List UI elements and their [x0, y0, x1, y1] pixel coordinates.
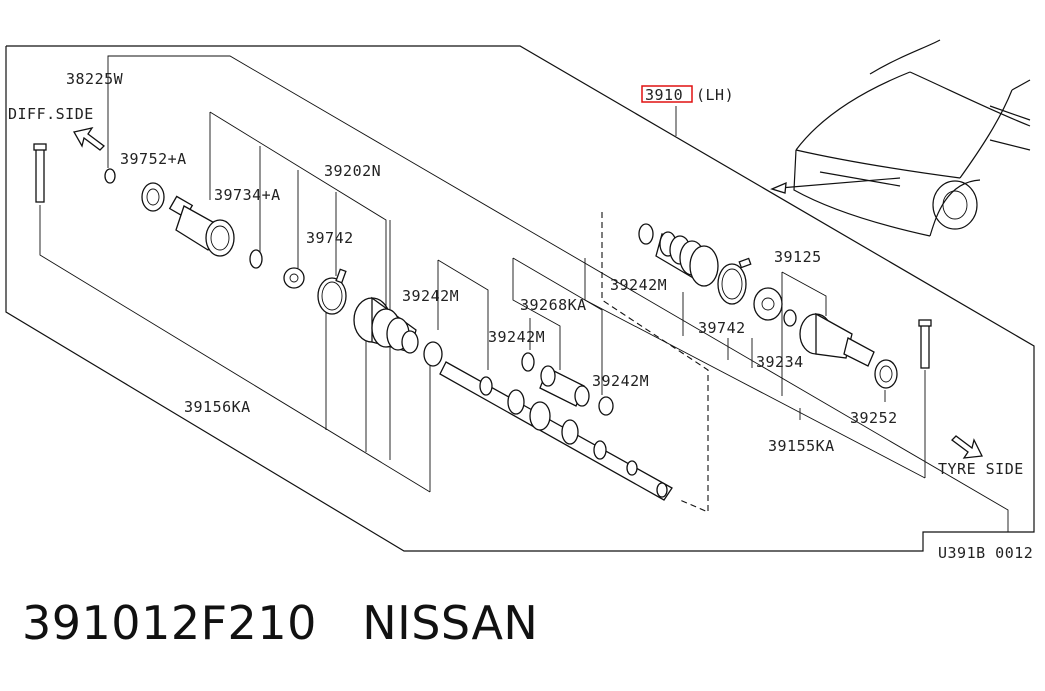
leader-lines — [39, 55, 1009, 532]
bearing-cage-39234 — [753, 287, 783, 321]
inner-boot — [353, 296, 419, 354]
seal-39252 — [874, 359, 898, 389]
outer-boot — [638, 223, 719, 287]
label-39742-right[interactable]: 39742 — [698, 319, 746, 337]
circlip-39234 — [783, 309, 797, 327]
label-main-part-code[interactable]: 3910 — [645, 86, 683, 104]
label-39268ka[interactable]: 39268KA — [520, 296, 587, 314]
label-38225w[interactable]: 38225W — [66, 70, 124, 88]
part-caption: 391012F210 NISSAN — [22, 596, 538, 650]
label-39252[interactable]: 39252 — [850, 409, 898, 427]
boot-kit-outline — [601, 212, 709, 513]
diff-side-arrow-icon — [72, 127, 105, 151]
label-39242m-3[interactable]: 39242M — [592, 372, 649, 390]
label-39734a[interactable]: 39734+A — [214, 186, 281, 204]
label-39155ka[interactable]: 39155KA — [768, 437, 835, 455]
boot-clamp-39242m-3 — [598, 396, 614, 416]
circlip-38225w — [104, 168, 116, 184]
main-part-highlight — [641, 85, 693, 103]
seal-39752a — [141, 182, 165, 212]
boot-clamp-39242m-2 — [521, 352, 535, 372]
left-pin-part — [33, 143, 47, 203]
circlip-39734a — [249, 249, 263, 269]
tyre-side-arrow-icon — [951, 435, 983, 459]
label-main-part-suffix: (LH) — [696, 86, 734, 104]
tripod-joint — [283, 267, 305, 289]
label-39242m-1[interactable]: 39242M — [402, 287, 459, 305]
label-39742-left[interactable]: 39742 — [306, 229, 354, 247]
caption-part-number: 391012F210 — [22, 596, 317, 650]
outer-joint-39125 — [799, 312, 875, 367]
right-pin-part — [918, 319, 932, 369]
damper-39268ka — [539, 365, 590, 407]
label-39156ka[interactable]: 39156KA — [184, 398, 251, 416]
label-39242m-right[interactable]: 39242M — [610, 276, 667, 294]
label-diff-side: DIFF.SIDE — [8, 105, 94, 123]
boot-clamp-39242m-1 — [423, 341, 443, 367]
diagram-frame — [5, 45, 1035, 552]
boot-band-39742-right — [717, 257, 752, 305]
label-39242m-2[interactable]: 39242M — [488, 328, 545, 346]
label-diagram-code: U391B 0012 — [938, 544, 1033, 562]
inner-joint-housing — [168, 195, 235, 257]
label-39234[interactable]: 39234 — [756, 353, 804, 371]
label-39752a[interactable]: 39752+A — [120, 150, 187, 168]
drive-shaft — [439, 361, 673, 501]
caption-brand: NISSAN — [362, 596, 539, 650]
car-illustration — [770, 39, 1031, 237]
label-39125[interactable]: 39125 — [774, 248, 822, 266]
part-labels: DIFF.SIDE TYRE SIDE 3910 (LH) U391B 0012… — [8, 70, 1033, 562]
label-39202n[interactable]: 39202N — [324, 162, 381, 180]
boot-band-39742-left — [317, 268, 347, 315]
label-tyre-side: TYRE SIDE — [938, 460, 1024, 478]
